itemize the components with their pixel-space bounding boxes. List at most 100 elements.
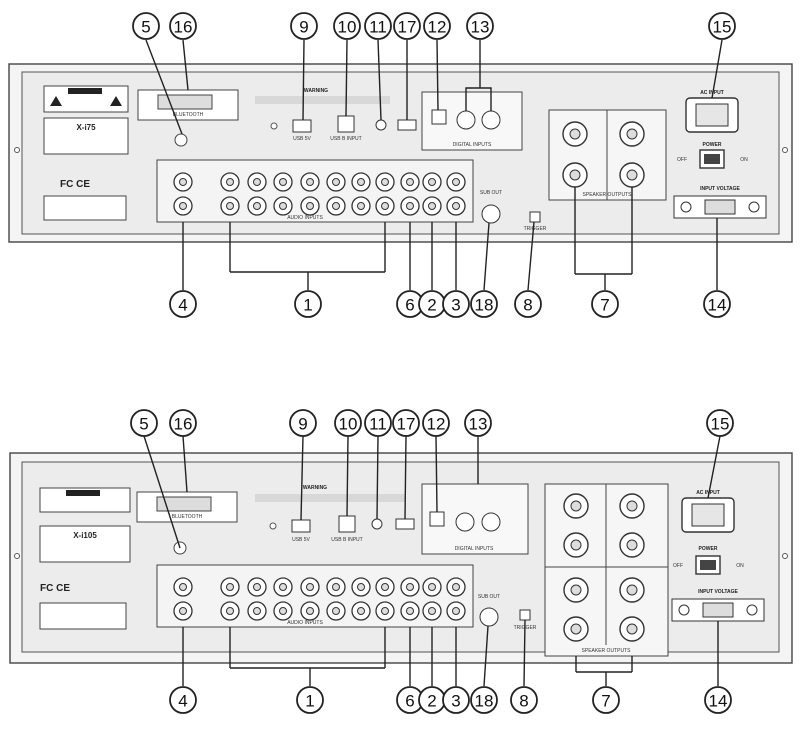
sub-out-jack[interactable]: [481, 204, 501, 224]
rca-jack-center: [332, 178, 340, 186]
callout-circle: [169, 686, 197, 714]
speaker-terminal[interactable]: [619, 577, 645, 603]
callout-number: 4: [178, 296, 187, 315]
trigger-label: TRIGGER: [524, 226, 547, 232]
speaker-terminal[interactable]: [562, 121, 588, 147]
bluetooth-slot[interactable]: [156, 496, 212, 512]
rca-jack-center: [253, 178, 261, 186]
callout-circle: [422, 409, 450, 437]
callout-circle: [169, 290, 197, 318]
callout-circle: [442, 290, 470, 318]
callout-number: 8: [519, 692, 528, 711]
callout-number: 11: [369, 18, 387, 37]
speaker-terminal[interactable]: [563, 532, 589, 558]
rca-jack-center: [179, 583, 187, 591]
speaker-terminal[interactable]: [563, 616, 589, 642]
power-label: POWER: [699, 546, 718, 552]
bluetooth-antenna[interactable]: [174, 133, 188, 147]
off-label: OFF: [677, 157, 687, 163]
leader-16: [182, 435, 188, 493]
leader-8: [527, 221, 535, 291]
coax-input-1[interactable]: [455, 512, 475, 532]
audio-inputs-label: AUDIO INPUTS: [287, 215, 323, 221]
rca-jack-center: [406, 607, 414, 615]
callout-circle: [510, 686, 538, 714]
on-label: ON: [740, 157, 748, 163]
callout-number: 3: [451, 296, 460, 315]
leader-16: [182, 39, 189, 91]
update-switch[interactable]: [397, 119, 417, 131]
rca-jack-center: [381, 202, 389, 210]
trigger-jack[interactable]: [529, 211, 541, 223]
rca-row-bottom: [173, 601, 466, 621]
rca-jack-center: [226, 202, 234, 210]
speaker-terminal[interactable]: [619, 493, 645, 519]
callout-circle: [708, 12, 736, 40]
sub-out-jack[interactable]: [479, 607, 499, 627]
coax-input-1[interactable]: [456, 110, 476, 130]
warning-strip: [68, 88, 102, 94]
rca-jack-center: [306, 202, 314, 210]
warning-triangle-icon: [50, 96, 62, 106]
callout-number: 2: [427, 296, 436, 315]
callout-number: 6: [405, 296, 414, 315]
rca-jack-center: [332, 583, 340, 591]
callout-number: 11: [369, 415, 387, 434]
speaker-terminal[interactable]: [563, 493, 589, 519]
bluetooth-label: BLUETOOTH: [173, 112, 204, 118]
voltage-switch[interactable]: [704, 199, 736, 215]
leader-10: [346, 435, 349, 517]
leader-11: [376, 435, 379, 520]
leader-12: [435, 435, 438, 513]
callout-number: 13: [469, 415, 488, 434]
warning-strip: [66, 490, 100, 496]
update-switch[interactable]: [395, 518, 415, 530]
trigger-jack[interactable]: [519, 609, 531, 621]
rca-jack-center: [226, 583, 234, 591]
serial-label: [43, 195, 127, 221]
speaker-terminal[interactable]: [562, 162, 588, 188]
model-label: [39, 525, 131, 563]
rca-jack-center: [332, 607, 340, 615]
leader-5: [143, 435, 181, 549]
rca-jack-center: [179, 202, 187, 210]
speaker-terminal[interactable]: [619, 162, 645, 188]
callout-number: 3: [451, 692, 460, 711]
optical-input[interactable]: [431, 109, 447, 125]
speaker-terminal[interactable]: [563, 577, 589, 603]
rca-jack-center: [357, 178, 365, 186]
callout-number: 6: [405, 692, 414, 711]
on-label: ON: [736, 563, 744, 569]
speaker-terminal[interactable]: [619, 532, 645, 558]
reset-button[interactable]: [371, 518, 383, 530]
rca-row-bottom: [173, 196, 466, 216]
callout-number: 17: [397, 415, 416, 434]
speaker-terminal[interactable]: [619, 121, 645, 147]
callout-number: 1: [305, 692, 314, 711]
rca-jack-center: [452, 583, 460, 591]
ac-input-label: AC INPUT: [700, 90, 724, 96]
usb-b-port[interactable]: [338, 515, 356, 533]
usb-out-port[interactable]: [292, 119, 312, 133]
rca-jack-center: [253, 583, 261, 591]
callout-number: 5: [139, 415, 148, 434]
coax-input-2[interactable]: [481, 110, 501, 130]
bluetooth-slot[interactable]: [157, 94, 213, 110]
voltage-switch[interactable]: [702, 602, 734, 618]
optical-input[interactable]: [429, 511, 445, 527]
sub-out-label: SUB OUT: [478, 594, 500, 600]
leader-13: [465, 40, 492, 111]
rca-jack-center: [279, 607, 287, 615]
usb-out-port[interactable]: [291, 519, 311, 533]
usb-b-label: USB B INPUT: [330, 136, 361, 142]
reset-button[interactable]: [375, 119, 387, 131]
speaker-terminal[interactable]: [619, 616, 645, 642]
coax-input-2[interactable]: [481, 512, 501, 532]
rca-jack-center: [428, 583, 436, 591]
usb-b-port[interactable]: [337, 115, 355, 133]
rca-jack-center: [381, 178, 389, 186]
callout-circle: [364, 409, 392, 437]
ac-inlet-inner: [691, 503, 725, 527]
